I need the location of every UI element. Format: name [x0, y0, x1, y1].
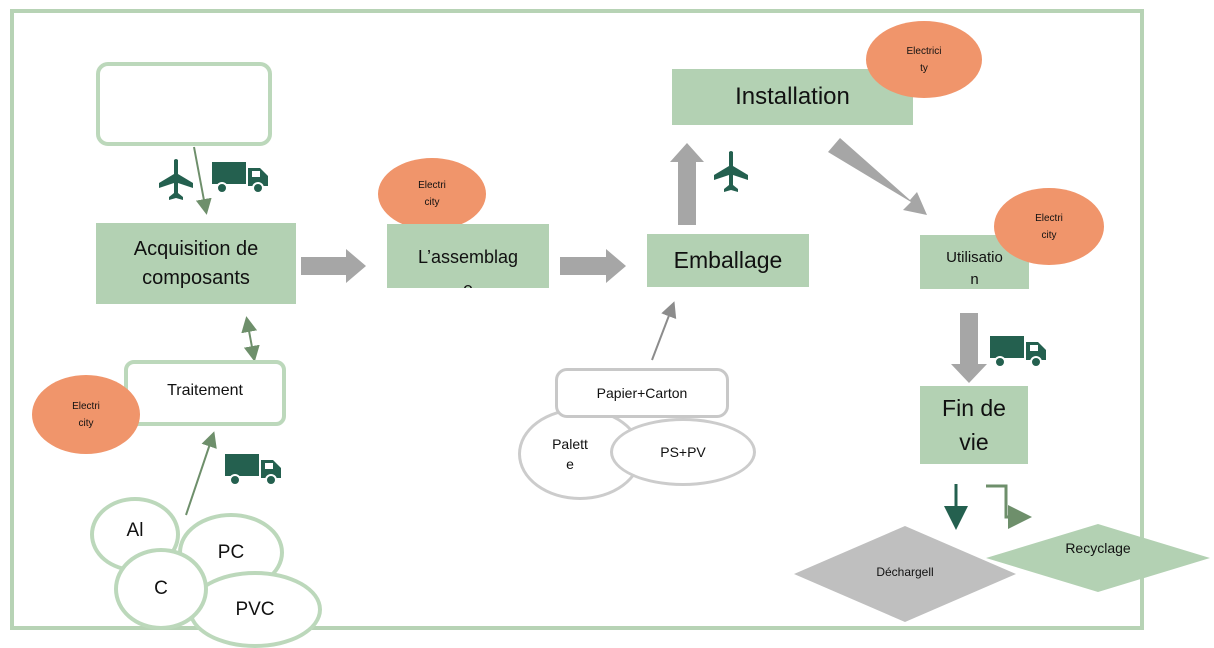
arrow-to-recycling [986, 484, 1032, 529]
electricity-label-line1: Electri [72, 400, 100, 412]
electricity-bubble-treatment: Electri city [32, 375, 140, 454]
packaging-box: Emballage [647, 234, 809, 287]
airplane-icon [159, 159, 193, 200]
electricity-label-line2: ty [920, 62, 928, 74]
use-label-line2: n [970, 271, 979, 288]
recycling-label: Recyclage [1065, 540, 1131, 556]
paper-carton-box: Papier+Carton [555, 368, 729, 418]
ps-pv-label: PS+PV [660, 444, 706, 460]
electricity-label-line2: city [1041, 229, 1057, 241]
acquisition-box: Acquisition de composants [96, 223, 296, 304]
electricity-label-line1: Electri [1035, 212, 1063, 224]
use-label-line1: Utilisatio [946, 249, 1003, 266]
acquisition-label-line2: composants [142, 266, 250, 289]
end-of-life-label-line2: vie [959, 429, 989, 455]
material-c-label: C [154, 578, 168, 599]
truck-icon [990, 336, 1046, 368]
arrow-box-to-acquisition [193, 146, 212, 215]
arrow-acquisition-to-assembly [301, 249, 366, 283]
ps-pv-circle: PS+PV [610, 418, 756, 486]
electricity-label-line1: Electri [418, 180, 446, 191]
electricity-label-line1: Electrici [906, 45, 942, 57]
airplane-icon [714, 151, 748, 192]
treatment-box: Traitement [124, 360, 286, 426]
arrow-use-to-end-of-life [951, 313, 987, 383]
arrow-packaging-to-installation [670, 143, 704, 225]
electricity-label-line2: city [424, 197, 440, 208]
treatment-label: Traitement [167, 382, 243, 399]
diagram-frame [10, 9, 1144, 630]
electricity-bubble-use: Electri city [994, 188, 1104, 265]
landfill-label: Déchargell [876, 565, 934, 579]
pallet-label-line1: Palett [552, 436, 588, 452]
packaging-label: Emballage [673, 247, 783, 273]
arrow-installation-to-use [828, 138, 927, 215]
acquisition-label-line1: Acquisition de [133, 237, 259, 260]
material-al-label: Al [126, 519, 144, 541]
paper-carton-label: Papier+Carton [596, 385, 688, 401]
end-of-life-box: Fin de vie [920, 386, 1028, 464]
material-pc-label: PC [217, 541, 245, 563]
arrow-packaging-materials-to-packaging [651, 301, 677, 361]
arrow-materials-to-treatment [185, 431, 217, 516]
truck-icon [225, 454, 281, 486]
assembly-box: L’assemblag e [387, 224, 549, 288]
material-c-circle: C [114, 548, 208, 630]
installation-box: Installation [672, 69, 913, 125]
electricity-bubble-assembly: Electri city [378, 158, 486, 230]
recycling-diamond [986, 524, 1210, 592]
empty-box [96, 62, 272, 146]
electricity-label-line2: city [78, 417, 94, 429]
pallet-label-line2: e [566, 456, 574, 472]
installation-label: Installation [735, 83, 850, 110]
arrow-assembly-to-packaging [560, 249, 626, 283]
assembly-label-line1: L’assemblag [417, 247, 519, 267]
material-pvc-label: PVC [235, 598, 275, 620]
material-pvc-circle: PVC [188, 571, 322, 648]
assembly-label-line2: e [463, 273, 473, 288]
truck-icon [212, 162, 268, 194]
end-of-life-label-line1: Fin de [942, 395, 1006, 421]
electricity-bubble-installation: Electrici ty [866, 21, 982, 98]
landfill-diamond [794, 526, 1016, 622]
arrow-acquisition-treatment [241, 316, 260, 362]
